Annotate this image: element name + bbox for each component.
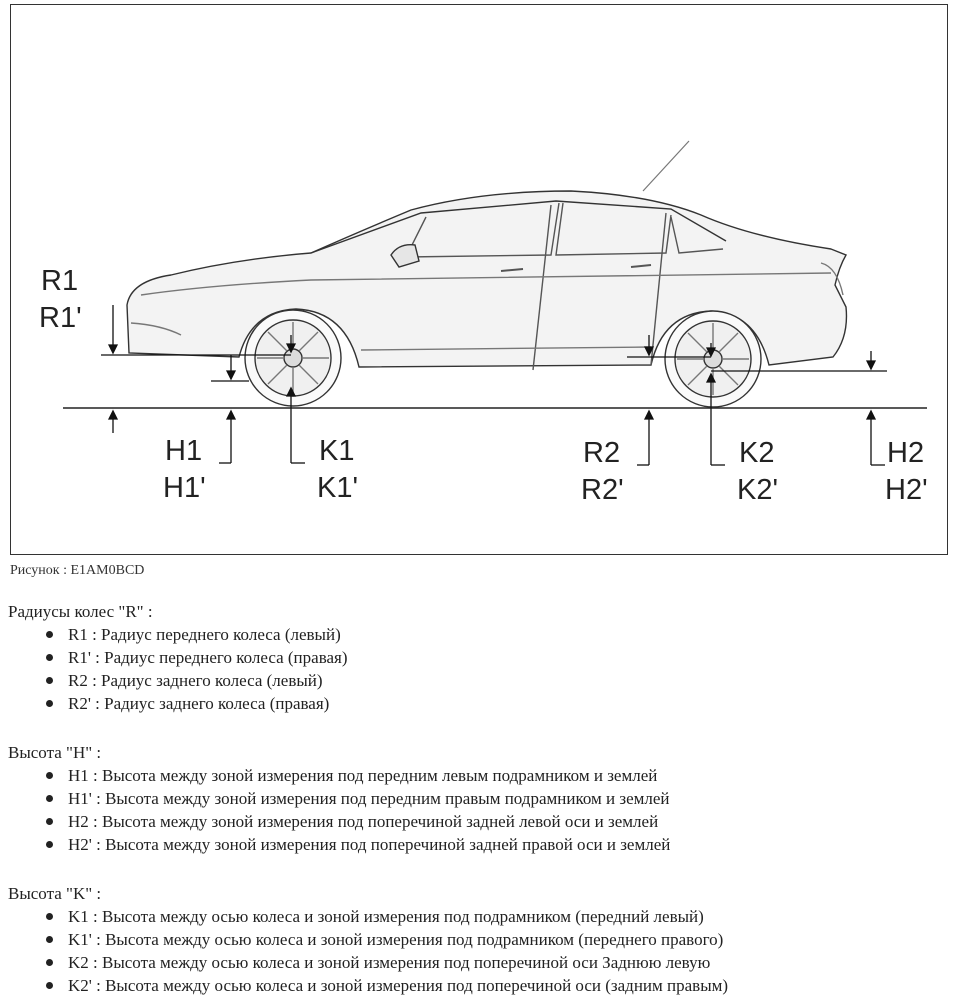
label-h1-prime: H1' — [163, 472, 206, 504]
section-title: Высота "H" : — [8, 743, 102, 762]
label-r2: R2 — [583, 437, 620, 469]
section-title: Высота "K" : — [8, 884, 102, 903]
bullet-icon — [46, 959, 53, 966]
bullet-icon — [46, 700, 53, 707]
label-h2: H2 — [887, 437, 924, 469]
label-k1: K1 — [319, 435, 354, 467]
label-r2-prime: R2' — [581, 474, 624, 506]
label-r1-prime: R1' — [39, 302, 82, 334]
bullet-icon — [46, 677, 53, 684]
bullet-icon — [46, 631, 53, 638]
bullet-icon — [46, 841, 53, 848]
label-k1-prime: K1' — [317, 472, 358, 504]
section-height-k: Высота "K" : K1 : Высота между осью коле… — [8, 882, 728, 997]
list-item: H1' : Высота между зоной измерения под п… — [46, 787, 670, 810]
list-item: H2 : Высота между зоной измерения под по… — [46, 810, 670, 833]
antenna — [642, 140, 690, 192]
list-item: H2' : Высота между зоной измерения под п… — [46, 833, 670, 856]
label-h1: H1 — [165, 435, 202, 467]
list-item: R2 : Радиус заднего колеса (левый) — [46, 669, 348, 692]
figure-caption: Рисунок : E1AM0BCD — [10, 563, 145, 578]
measurement-lines — [101, 305, 887, 466]
list-item: K2 : Высота между осью колеса и зоной из… — [46, 951, 728, 974]
section-radius: Радиусы колес "R" : R1 : Радиус переднег… — [8, 600, 348, 715]
bullet-list: H1 : Высота между зоной измерения под пе… — [8, 764, 670, 856]
list-item: R1' : Радиус переднего колеса (правая) — [46, 646, 348, 669]
label-k2: K2 — [739, 437, 774, 469]
list-item: K1' : Высота между осью колеса и зоной и… — [46, 928, 728, 951]
car-side-view-illustration: R1 R1' H1 H1' K1 K1' R2 R2' K2 K2' H2 H2… — [39, 140, 928, 506]
label-k2-prime: K2' — [737, 474, 778, 506]
bullet-list: K1 : Высота между осью колеса и зоной из… — [8, 905, 728, 997]
bullet-icon — [46, 982, 53, 989]
bullet-icon — [46, 772, 53, 779]
list-item: K1 : Высота между осью колеса и зоной из… — [46, 905, 728, 928]
section-title: Радиусы колес "R" : — [8, 602, 153, 621]
bullet-icon — [46, 795, 53, 802]
section-height-h: Высота "H" : H1 : Высота между зоной изм… — [8, 741, 670, 856]
bullet-icon — [46, 936, 53, 943]
car-body — [126, 190, 848, 371]
bullet-icon — [46, 818, 53, 825]
vehicle-diagram: R1 R1' H1 H1' K1 K1' R2 R2' K2 K2' H2 H2… — [10, 4, 948, 555]
label-h2-prime: H2' — [885, 474, 928, 506]
front-wheel — [244, 309, 342, 407]
rear-wheel — [664, 310, 762, 408]
bullet-icon — [46, 654, 53, 661]
bullet-list: R1 : Радиус переднего колеса (левый) R1'… — [8, 623, 348, 715]
list-item: R1 : Радиус переднего колеса (левый) — [46, 623, 348, 646]
list-item: K2' : Высота между осью колеса и зоной и… — [46, 974, 728, 997]
list-item: R2' : Радиус заднего колеса (правая) — [46, 692, 348, 715]
label-r1: R1 — [41, 265, 78, 297]
list-item: H1 : Высота между зоной измерения под пе… — [46, 764, 670, 787]
bullet-icon — [46, 913, 53, 920]
